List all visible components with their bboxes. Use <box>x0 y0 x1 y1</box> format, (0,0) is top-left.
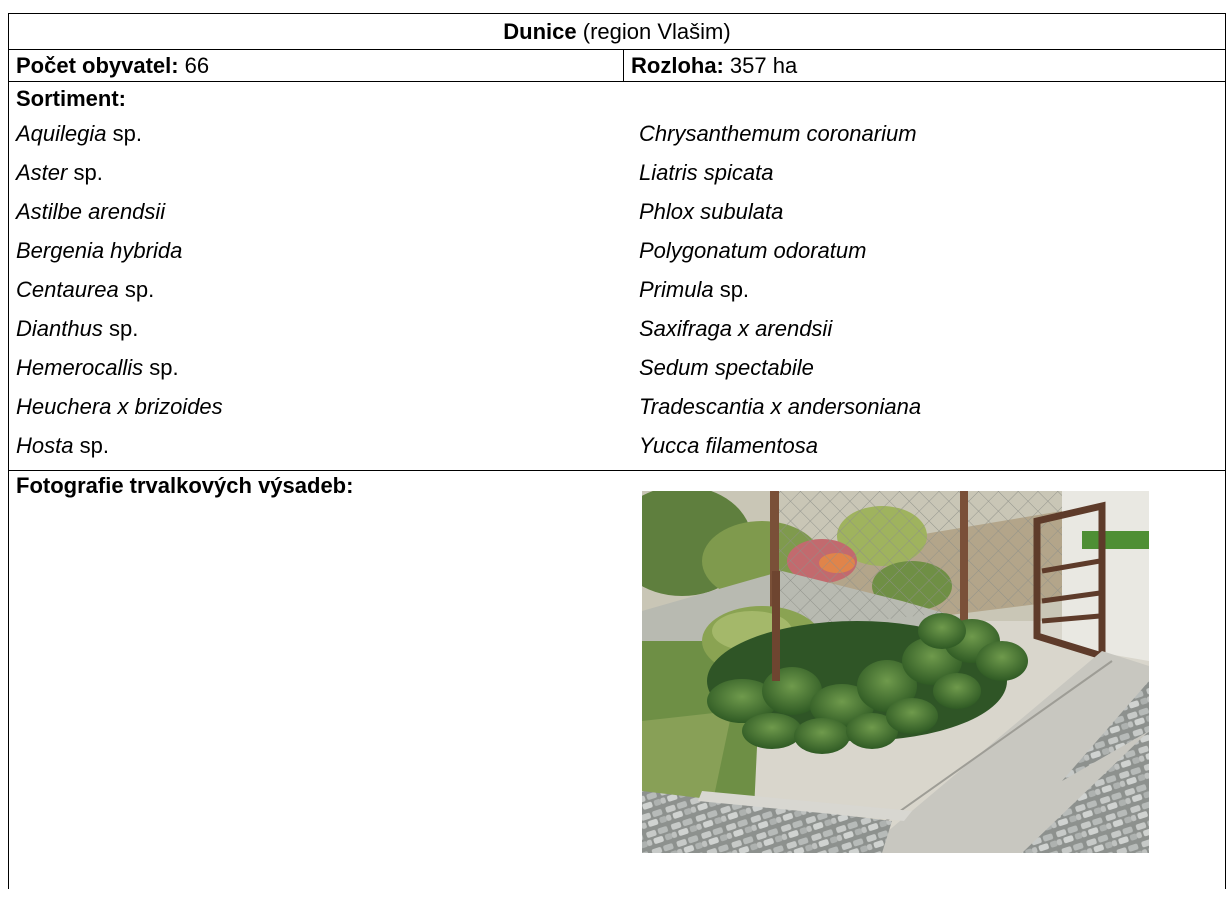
plant-species-name: Bergenia hybrida <box>16 238 183 263</box>
plant-species-suffix: sp. <box>143 355 179 380</box>
plant-item: Aster sp. <box>16 153 639 192</box>
plant-item: Astilbe arendsii <box>16 192 639 231</box>
plant-species-name: Polygonatum odoratum <box>639 238 867 263</box>
plant-species-suffix: sp. <box>106 121 142 146</box>
plant-species-suffix: sp. <box>118 277 155 302</box>
plant-species-suffix: sp. <box>67 160 103 185</box>
population-cell: Počet obyvatel: 66 <box>9 50 624 81</box>
plant-species-name: Dianthus <box>16 316 103 341</box>
area-cell: Rozloha: 357 ha <box>624 50 1225 81</box>
plant-species-name: Tradescantia x andersoniana <box>639 394 922 419</box>
plant-item: Sedum spectabile <box>639 348 1225 387</box>
sortiment-heading: Sortiment: <box>16 86 126 111</box>
sortiment-section: Sortiment: Aquilegia sp.Aster sp.Astilbe… <box>9 82 1225 471</box>
plant-species-name: Yucca filamentosa <box>639 433 818 458</box>
plant-item: Aquilegia sp. <box>16 114 639 153</box>
plant-item: Heuchera x brizoides <box>16 387 639 426</box>
photo-section: Fotografie trvalkových výsadeb: <box>9 471 1225 889</box>
photo-illustration <box>642 491 1149 853</box>
plant-species-name: Hemerocallis <box>16 355 144 380</box>
plant-item: Primula sp. <box>639 270 1225 309</box>
plant-species-suffix: sp. <box>713 277 750 302</box>
info-sheet: Dunice (region Vlašim) Počet obyvatel: 6… <box>8 13 1226 889</box>
population-label: Počet obyvatel: <box>16 52 179 78</box>
plant-species-suffix: sp. <box>102 316 139 341</box>
plant-item: Tradescantia x andersoniana <box>639 387 1225 426</box>
plant-item: Chrysanthemum coronarium <box>639 114 1225 153</box>
plant-species-name: Hosta <box>16 433 74 458</box>
plant-item: Dianthus sp. <box>16 309 639 348</box>
region-label: (region Vlašim) <box>582 18 731 44</box>
plant-species-name: Chrysanthemum coronarium <box>639 121 917 146</box>
plant-species-name: Liatris spicata <box>639 160 774 185</box>
plant-species-name: Phlox subulata <box>639 199 784 224</box>
plant-species-name: Sedum spectabile <box>639 355 814 380</box>
plant-species-name: Heuchera x brizoides <box>16 394 223 419</box>
photo-heading: Fotografie trvalkových výsadeb: <box>16 473 354 498</box>
stats-row: Počet obyvatel: 66 Rozloha: 357 ha <box>9 50 1225 82</box>
perennial-planting-photo <box>642 491 1149 853</box>
plant-item: Hosta sp. <box>16 426 639 465</box>
plant-species-name: Aster <box>16 160 68 185</box>
plant-item: Polygonatum odoratum <box>639 231 1225 270</box>
plant-item: Saxifraga x arendsii <box>639 309 1225 348</box>
plant-species-name: Centaurea <box>16 277 119 302</box>
plant-species-name: Aquilegia <box>16 121 107 146</box>
area-label: Rozloha: <box>631 52 724 78</box>
plant-species-suffix: sp. <box>73 433 109 458</box>
population-value: 66 <box>184 52 210 78</box>
plant-item: Bergenia hybrida <box>16 231 639 270</box>
plant-species-name: Saxifraga x arendsii <box>639 316 833 341</box>
village-name: Dunice <box>503 18 577 44</box>
plant-item: Liatris spicata <box>639 153 1225 192</box>
plant-species-name: Primula <box>639 277 714 302</box>
plant-item: Yucca filamentosa <box>639 426 1225 465</box>
plant-item: Phlox subulata <box>639 192 1225 231</box>
title-row: Dunice (region Vlašim) <box>9 14 1225 50</box>
area-value: 357 ha <box>729 52 798 78</box>
plant-item: Centaurea sp. <box>16 270 639 309</box>
plant-item: Hemerocallis sp. <box>16 348 639 387</box>
plant-species-name: Astilbe arendsii <box>16 199 166 224</box>
